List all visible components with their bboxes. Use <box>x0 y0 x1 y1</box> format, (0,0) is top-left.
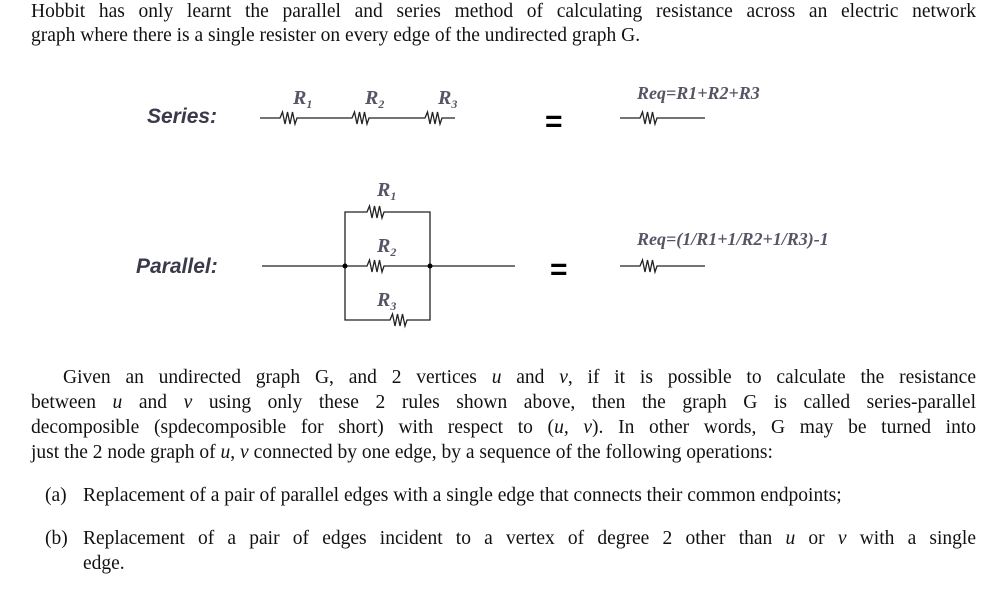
text-segment: decomposible (spdecomposible for short) … <box>31 417 555 438</box>
series-equals: = <box>545 105 563 138</box>
math-variable: u <box>785 528 796 549</box>
list-item-line: Replacement of a pair of parallel edges … <box>83 484 842 508</box>
series-formula: Req=R1+R2+R3 <box>636 83 760 103</box>
text-segment: and <box>501 367 560 388</box>
paragraph-line: Given an undirected graph G, and 2 verti… <box>63 366 976 390</box>
text-segment: , if it is possible to calculate the res… <box>567 367 976 388</box>
parallel-circuit <box>262 203 515 329</box>
math-variable: v <box>183 392 193 413</box>
series-r2-label: R2 <box>364 87 384 111</box>
parallel-r1-label: R1 <box>376 179 396 203</box>
parallel-equivalent-resistor <box>620 257 705 275</box>
math-variable: v <box>559 367 568 388</box>
series-label: Series: <box>147 105 217 128</box>
math-variable: v <box>837 528 847 549</box>
math-variable: u <box>220 442 231 463</box>
math-variable: v <box>240 442 249 463</box>
paragraph-line: just the 2 node graph of u, v connected … <box>31 441 773 465</box>
series-circuit <box>260 109 455 127</box>
junction-right <box>427 263 433 269</box>
paragraph-line: decomposible (spdecomposible for short) … <box>31 416 976 440</box>
math-variable: u <box>491 367 502 388</box>
paragraph-line: between u and v using only these 2 rules… <box>31 391 976 415</box>
list-item-line: Replacement of a pair of edges incident … <box>83 527 976 551</box>
list-item-line: edge. <box>83 552 125 576</box>
parallel-r3-label: R3 <box>376 289 396 313</box>
text-segment: and <box>122 392 184 413</box>
junction-left <box>342 263 348 269</box>
text-segment: , <box>230 442 241 463</box>
text-segment: Given an undirected graph G, and 2 verti… <box>63 367 492 388</box>
list-marker: (b) <box>45 528 68 549</box>
text-segment: using only these 2 rules shown above, th… <box>192 392 977 413</box>
intro-line-1: Hobbit has only learnt the parallel and … <box>31 1 976 22</box>
text-segment: Replacement of a pair of parallel edges … <box>83 485 842 506</box>
series-r1-label: R1 <box>292 87 312 111</box>
text-segment: with a single <box>846 528 977 549</box>
text-segment: between <box>31 392 113 413</box>
text-segment: Replacement of a pair of edges incident … <box>83 528 786 549</box>
intro-line-2: graph where there is a single resister o… <box>31 25 641 46</box>
math-variable: u, v <box>554 417 593 438</box>
parallel-equals: = <box>550 253 568 286</box>
series-equivalent-resistor <box>620 109 705 127</box>
text-segment: just the 2 node graph of <box>31 442 221 463</box>
parallel-formula: Req=(1/R1+1/R2+1/R3)-1 <box>636 229 829 250</box>
parallel-label: Parallel: <box>136 255 218 278</box>
list-marker: (a) <box>45 485 67 506</box>
parallel-r2-label: R2 <box>376 235 396 259</box>
text-segment: or <box>795 528 838 549</box>
text-segment: ). In other words, G may be turned into <box>592 417 977 438</box>
text-segment: edge. <box>83 553 125 574</box>
series-r3-label: R3 <box>437 87 457 111</box>
math-variable: u <box>112 392 123 413</box>
text-segment: connected by one edge, by a sequence of … <box>248 442 773 463</box>
